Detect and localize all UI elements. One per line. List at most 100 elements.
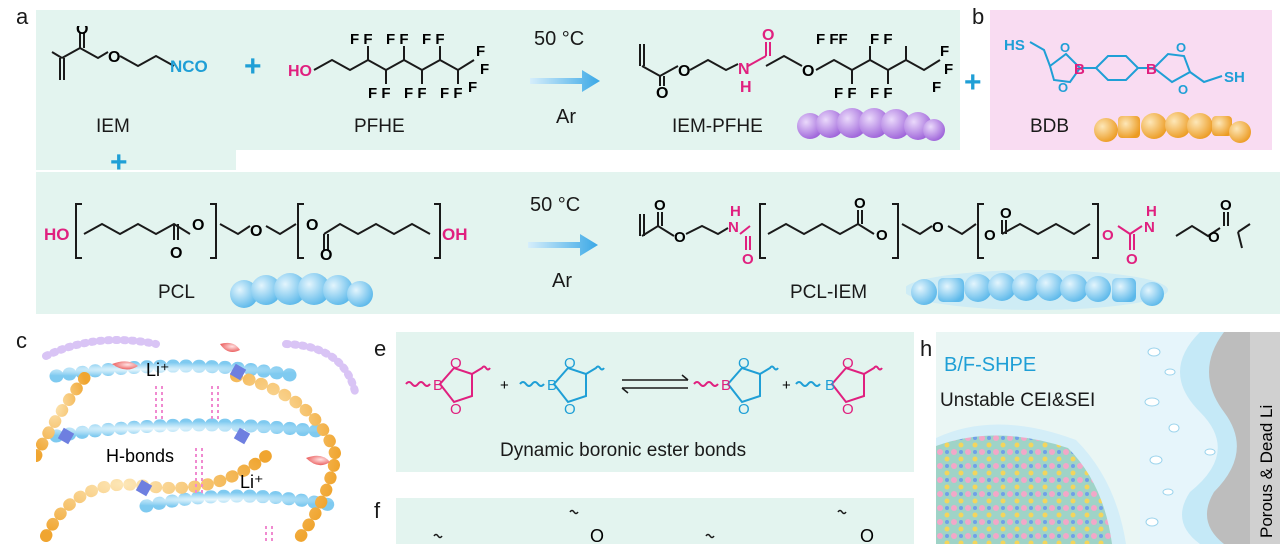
- iem-label: IEM: [96, 116, 130, 137]
- pcl-bead-chain: [230, 273, 373, 308]
- iem-oxygen-carbonyl: O: [76, 26, 88, 38]
- pfhe-ho: HO: [288, 63, 312, 80]
- svg-text:O: O: [1208, 229, 1220, 246]
- svg-text:O: O: [654, 197, 666, 214]
- svg-text:+: +: [782, 377, 791, 394]
- plus-sign-2: +: [110, 146, 128, 179]
- svg-text:O: O: [656, 85, 668, 102]
- iem-pfhe-bead-chain: [797, 108, 945, 141]
- svg-text:O: O: [1058, 80, 1068, 95]
- svg-text:O: O: [738, 355, 750, 372]
- svg-text:B: B: [433, 377, 443, 394]
- panel-f-partial-structures: O O: [433, 509, 874, 544]
- lithium-anode-illustration: Porous & Dead Li: [1140, 332, 1280, 544]
- boronic-ester-exchange-scheme: B O O + B O O B O O + B O O: [405, 355, 883, 418]
- svg-text:F F: F F: [870, 31, 893, 48]
- svg-text:O: O: [802, 63, 814, 80]
- h-bonds-label: H-bonds: [106, 446, 174, 466]
- svg-text:O: O: [590, 526, 604, 544]
- panel-h-letter: h: [920, 336, 933, 361]
- svg-text:O: O: [1102, 227, 1114, 244]
- pcl-label: PCL: [158, 282, 195, 303]
- svg-text:H: H: [1146, 203, 1157, 220]
- svg-text:O: O: [320, 247, 332, 264]
- svg-text:F: F: [944, 61, 953, 78]
- bdb-structure: HS SH B B O O O O: [1004, 37, 1245, 97]
- svg-text:N: N: [738, 61, 750, 78]
- svg-text:F F: F F: [870, 85, 893, 102]
- svg-text:O: O: [678, 63, 690, 80]
- panel-e-background: [396, 332, 914, 472]
- svg-text:O: O: [450, 355, 462, 372]
- reaction1-temperature: 50 °C: [534, 28, 585, 50]
- pcl-structure: HO OH O O O O O: [44, 203, 468, 264]
- svg-text:O: O: [170, 245, 182, 262]
- svg-text:F F: F F: [368, 85, 391, 102]
- svg-text:O: O: [192, 217, 204, 234]
- svg-text:O: O: [842, 355, 854, 372]
- svg-text:B: B: [721, 377, 731, 394]
- reaction2-arrow: [528, 234, 598, 256]
- svg-text:B: B: [1146, 61, 1157, 78]
- porous-dead-li-label: Porous & Dead Li: [1257, 405, 1276, 538]
- iem-pfhe-label: IEM-PFHE: [672, 116, 763, 137]
- svg-text:F F: F F: [350, 31, 373, 48]
- svg-text:F: F: [480, 61, 489, 78]
- svg-text:F FF: F FF: [816, 31, 848, 48]
- panel-b-letter: b: [972, 4, 985, 29]
- svg-text:F: F: [940, 43, 949, 60]
- iem-oxygen-ester: O: [108, 49, 120, 66]
- pcl-iem-label: PCL-IEM: [790, 282, 868, 303]
- svg-text:O: O: [738, 401, 750, 418]
- svg-text:O: O: [564, 355, 576, 372]
- reaction2-gas: Ar: [552, 270, 572, 292]
- pcl-ho: HO: [44, 225, 70, 244]
- svg-text:F: F: [932, 79, 941, 96]
- svg-text:N: N: [728, 219, 739, 236]
- svg-text:H: H: [730, 203, 741, 220]
- svg-text:O: O: [1176, 40, 1186, 55]
- panel-c-letter: c: [16, 328, 27, 353]
- bdb-label: BDB: [1030, 116, 1070, 137]
- bdb-bead-chain: [1094, 112, 1251, 143]
- panel-a-background-top-left: [36, 10, 236, 170]
- svg-text:O: O: [1220, 197, 1232, 214]
- svg-text:B: B: [1074, 61, 1085, 78]
- svg-text:O: O: [564, 401, 576, 418]
- svg-text:O: O: [306, 217, 318, 234]
- pcl-iem-bead-chain: [906, 270, 1168, 310]
- svg-text:O: O: [932, 219, 944, 236]
- svg-text:O: O: [984, 227, 996, 244]
- panel-f-background: [396, 498, 914, 544]
- svg-text:H: H: [740, 79, 752, 96]
- svg-text:O: O: [842, 401, 854, 418]
- reaction1-gas: Ar: [556, 106, 576, 128]
- svg-text:O: O: [854, 196, 866, 212]
- panel-e-letter: e: [374, 336, 387, 361]
- svg-text:F F: F F: [440, 85, 463, 102]
- svg-text:O: O: [450, 401, 462, 418]
- svg-text:F F: F F: [386, 31, 409, 48]
- panel-h-subtitle: Unstable CEI&SEI: [940, 390, 1096, 411]
- svg-text:O: O: [250, 223, 262, 240]
- plus-sign-3: +: [964, 66, 982, 99]
- dynamic-bonds-caption: Dynamic boronic ester bonds: [500, 440, 747, 461]
- svg-text:O: O: [1126, 251, 1138, 266]
- li-ion-top: Li⁺: [146, 360, 170, 380]
- pfhe-label: PFHE: [354, 116, 405, 137]
- svg-text:F: F: [476, 43, 485, 60]
- panel-a-letter: a: [16, 4, 29, 29]
- svg-text:N: N: [1144, 219, 1155, 236]
- reaction2-temperature: 50 °C: [530, 194, 581, 216]
- panel-f-letter: f: [374, 498, 381, 523]
- iem-nco-group: NCO: [170, 57, 208, 76]
- svg-text:+: +: [500, 377, 509, 394]
- svg-text:O: O: [762, 27, 774, 44]
- svg-text:F F: F F: [834, 85, 857, 102]
- li-ion-middle: Li⁺: [240, 472, 264, 492]
- svg-text:F F: F F: [422, 31, 445, 48]
- svg-text:F F: F F: [404, 85, 427, 102]
- svg-text:B: B: [825, 377, 835, 394]
- svg-text:F: F: [468, 79, 477, 96]
